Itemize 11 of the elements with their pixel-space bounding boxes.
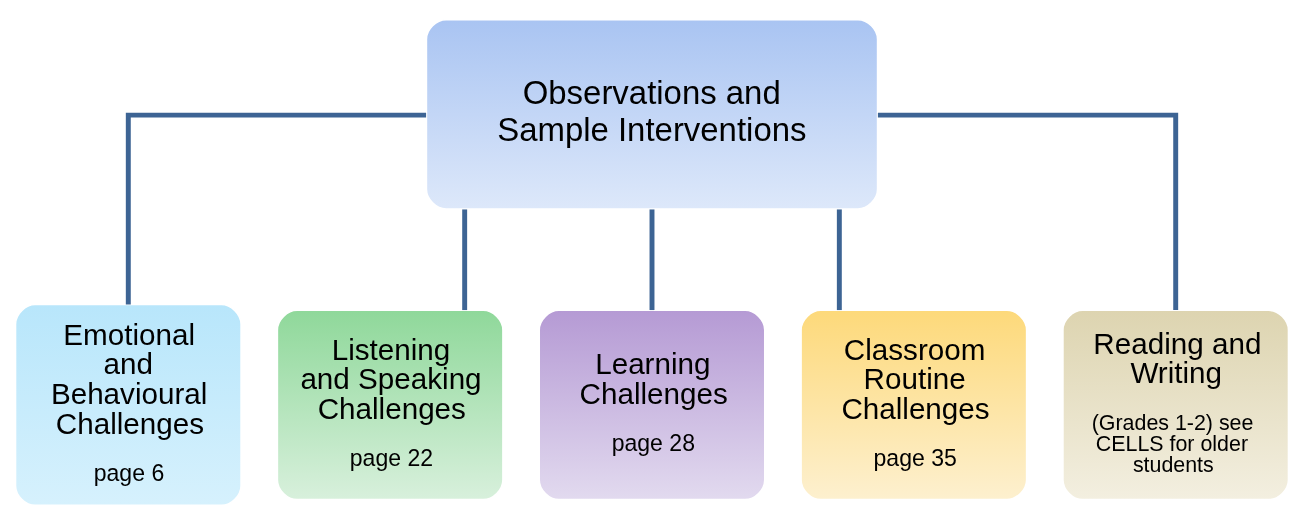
connector: [836, 209, 842, 311]
node-box: Listening and Speaking Challenges page 22: [276, 309, 504, 501]
node-box: Emotional and Behavioural Challenges page 6: [14, 303, 242, 507]
connector: [649, 209, 655, 311]
node-box: Observations and Sample Interventions: [425, 18, 879, 210]
connector: [877, 112, 1179, 311]
node-box: Reading and Writing (Grades 1-2) see CELLS for older students: [1062, 309, 1290, 501]
connector: [125, 112, 427, 305]
node-box: Classroom Routine Challenges page 35: [800, 309, 1028, 501]
node-box: Learning Challenges page 28: [538, 309, 766, 501]
connector: [462, 209, 468, 311]
